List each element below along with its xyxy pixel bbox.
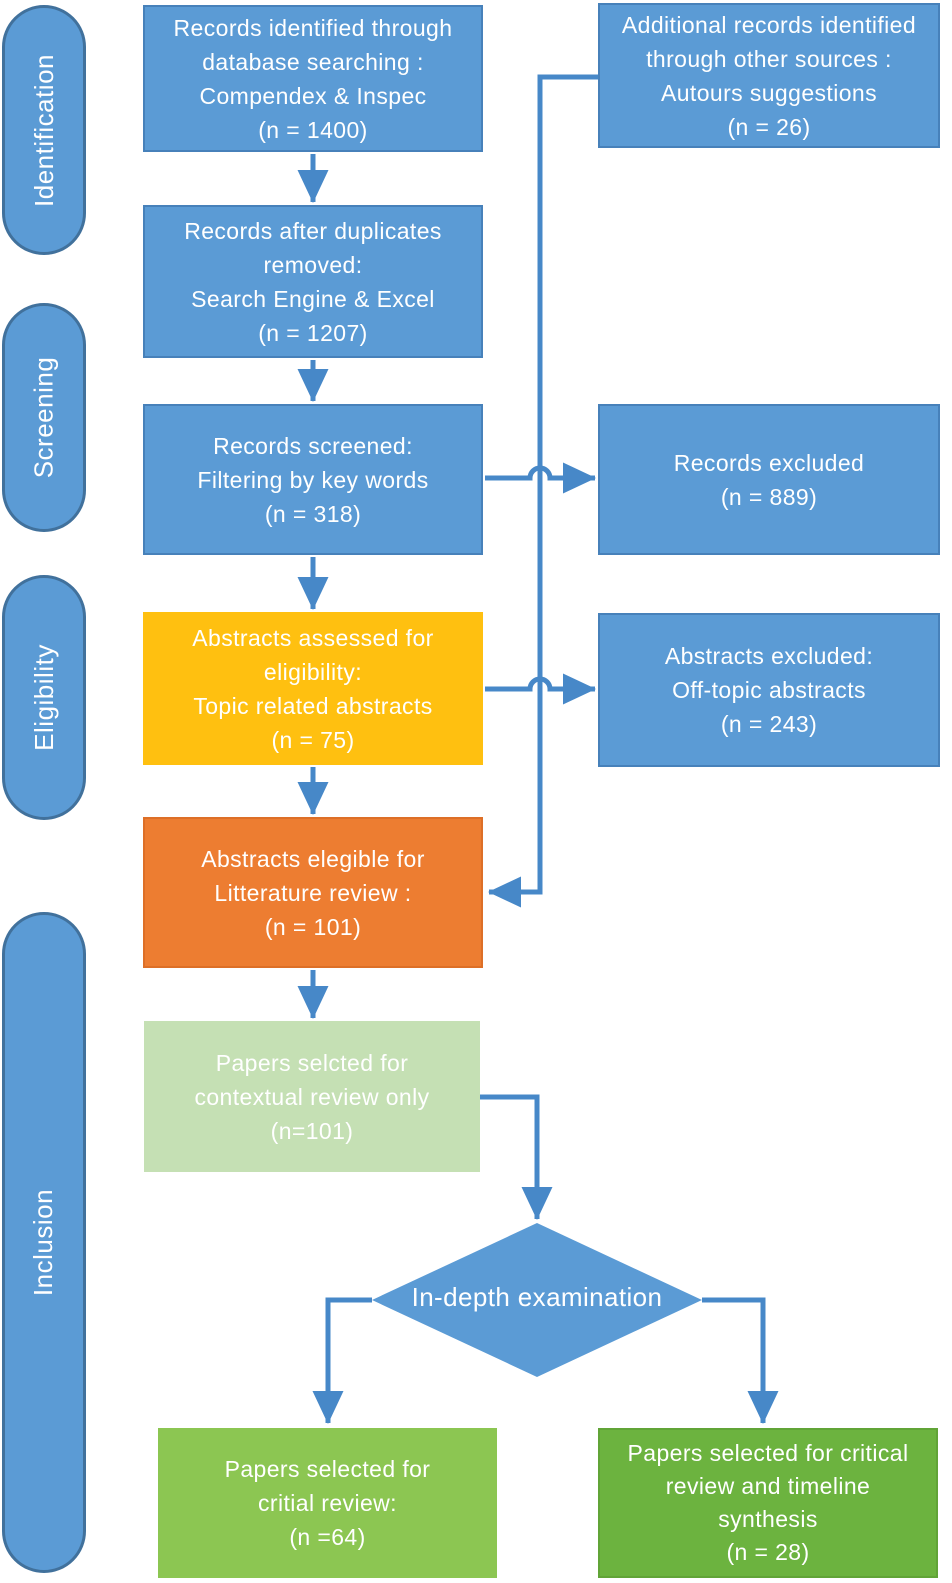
- box-records-excluded-text: Records excluded (n = 889): [673, 449, 865, 510]
- box-papers-critical-text: Papers selected for critial review: (n =…: [224, 1456, 431, 1550]
- decision-diamond-shape: [372, 1223, 702, 1377]
- box-papers-critical-timeline: Papers selected for critical review and …: [598, 1428, 938, 1578]
- box-abstracts-assessed-text: Abstracts assessed for eligibility: Topi…: [192, 624, 434, 753]
- box-records-excluded: Records excluded (n = 889): [598, 404, 940, 555]
- stage-pill-identification: Identification: [2, 5, 86, 255]
- box-records-identified-text: Records identified through database sear…: [173, 14, 453, 143]
- connector-additional-records-to-eligible: [488, 74, 598, 908]
- box-abstracts-excluded: Abstracts excluded: Off-topic abstracts …: [598, 613, 940, 767]
- stage-pill-eligibility: Eligibility: [2, 575, 86, 820]
- box-abstracts-eligible: Abstracts elegible for Litterature revie…: [143, 817, 483, 968]
- arrow-screened-to-excluded-with-hop: [485, 462, 596, 494]
- box-additional-records: Additional records identified through ot…: [598, 3, 940, 148]
- box-additional-records-text: Additional records identified through ot…: [621, 11, 917, 140]
- stage-pill-screening: Screening: [2, 303, 86, 532]
- box-papers-contextual: Papers selcted for contextual review onl…: [144, 1021, 480, 1172]
- decision-label: In-depth examination: [411, 1282, 663, 1312]
- stage-label-screening: Screening: [28, 356, 59, 479]
- box-abstracts-assessed: Abstracts assessed for eligibility: Topi…: [143, 612, 483, 765]
- box-papers-critical-timeline-text: Papers selected for critical review and …: [627, 1440, 909, 1565]
- box-papers-critical: Papers selected for critial review: (n =…: [158, 1428, 497, 1578]
- stage-label-identification: Identification: [28, 53, 59, 207]
- box-records-screened: Records screened: Filtering by key words…: [143, 404, 483, 555]
- stage-label-inclusion: Inclusion: [28, 1188, 59, 1297]
- arrow-decision-to-critical-review: [312, 1297, 372, 1424]
- box-abstracts-eligible-text: Abstracts elegible for Litterature revie…: [201, 845, 425, 940]
- box-abstracts-excluded-text: Abstracts excluded: Off-topic abstracts …: [664, 643, 874, 737]
- stage-label-eligibility: Eligibility: [28, 644, 59, 751]
- arrow-assessed-to-abstracts-excluded-with-hop: [485, 673, 596, 705]
- arrow-decision-to-timeline-synthesis: [702, 1297, 779, 1424]
- box-papers-contextual-text: Papers selcted for contextual review onl…: [194, 1049, 430, 1144]
- box-duplicates-removed: Records after duplicates removed: Search…: [143, 205, 483, 358]
- box-duplicates-removed-text: Records after duplicates removed: Search…: [184, 217, 442, 346]
- box-records-screened-text: Records screened: Filtering by key words…: [197, 432, 429, 527]
- arrow-contextual-to-decision: [480, 1094, 553, 1220]
- box-records-identified: Records identified through database sear…: [143, 5, 483, 152]
- stage-pill-inclusion: Inclusion: [2, 912, 86, 1573]
